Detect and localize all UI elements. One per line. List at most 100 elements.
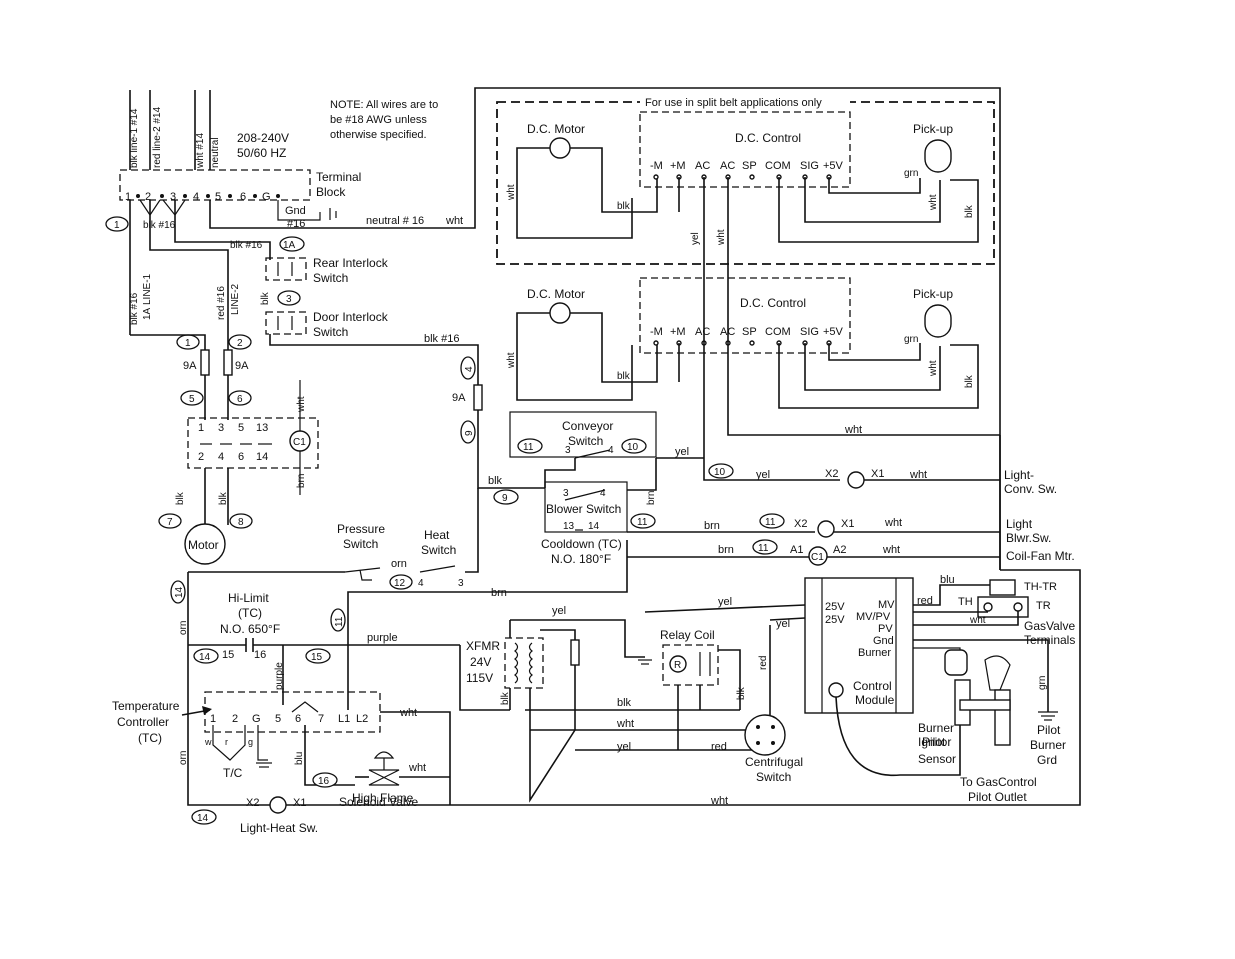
wire-label-wht-pu1: wht xyxy=(928,194,939,211)
wire-number-9b: 9 xyxy=(502,493,508,504)
xfmr-label-2: 24V xyxy=(470,655,491,669)
pilot-grd-label-1: Pilot xyxy=(1037,723,1061,737)
wire-label-orn-left2: orn xyxy=(178,751,189,765)
wire-label-wht-ac: wht xyxy=(716,229,727,246)
svg-text:4: 4 xyxy=(218,451,224,463)
fan-c1: C1 xyxy=(811,552,824,563)
wire-label-red16: red #16 xyxy=(216,286,227,320)
svg-text:10: 10 xyxy=(627,442,639,453)
svg-text:COM: COM xyxy=(765,326,791,338)
svg-text:G: G xyxy=(252,713,261,725)
wire-label-grn-gv: grn xyxy=(1037,676,1048,690)
door-interlock-label-1: Door Interlock xyxy=(313,310,389,324)
relay-coil: Relay Coil R xyxy=(660,628,719,686)
wire-label-brn-light2: brn xyxy=(704,520,720,532)
svg-text:AC: AC xyxy=(720,160,735,172)
wire-label-blu-gv: blu xyxy=(940,574,955,586)
svg-text:+5V: +5V xyxy=(823,160,844,172)
wire-label-orn-left1: orn xyxy=(178,621,189,635)
svg-text:AC: AC xyxy=(695,326,710,338)
temp-controller-label-1: Temperature xyxy=(112,699,180,713)
hi-limit-label-3: N.O. 650°F xyxy=(220,622,280,636)
svg-text:+M: +M xyxy=(670,160,686,172)
wire-label-brn-blower: brn xyxy=(646,491,657,505)
terminal-1: 1 xyxy=(125,191,131,203)
svg-text:13: 13 xyxy=(256,422,268,434)
wire-label-wht-gv: wht xyxy=(969,615,986,626)
wire-label-line2: LINE-2 xyxy=(230,283,241,315)
solenoid-label-2: Solenoid Valve xyxy=(339,795,418,809)
tc-wire-w: w xyxy=(204,737,212,747)
svg-text:L2: L2 xyxy=(356,713,368,725)
gas-valve-label-2: Terminals xyxy=(1024,633,1075,647)
wire-label-wht-dc1: wht xyxy=(506,184,517,201)
module-term-mvpv: MV/PV xyxy=(856,611,891,623)
wire-label-yel-xfmr: yel xyxy=(552,605,566,617)
note-line-1: NOTE: All wires are to xyxy=(330,99,438,111)
pickup-label-2: Pick-up xyxy=(913,287,953,301)
dc-control-label-2: D.C. Control xyxy=(740,296,806,310)
terminal-g: G xyxy=(262,191,271,203)
svg-text:6: 6 xyxy=(295,713,301,725)
heat-switch-term3: 3 xyxy=(458,578,464,589)
wire-label-blk-motor1: blk xyxy=(175,491,186,505)
light-conv-label-1: Light- xyxy=(1004,468,1034,482)
fuse-rating-2: 9A xyxy=(235,360,249,372)
wire-label-wht-c1: wht xyxy=(296,396,307,413)
wire-label-wht-bottom: wht xyxy=(710,795,728,807)
wire-label-neutral: neutral xyxy=(210,137,221,168)
module-term-mv: MV xyxy=(878,599,895,611)
terminal-3: 3 xyxy=(170,191,176,203)
heat-switch-label-1: Heat xyxy=(424,528,450,542)
wire-label-red-gv: red xyxy=(917,595,933,607)
gas-valve-th-tr: TH-TR xyxy=(1024,581,1057,593)
wire-label-blk-interlock: blk xyxy=(260,291,271,305)
light-conv-label-2: Conv. Sw. xyxy=(1004,482,1057,496)
wire-label-red-run: red xyxy=(711,741,727,753)
relay-r-label: R xyxy=(674,660,681,671)
wire-label-wht-fan: wht xyxy=(882,544,900,556)
centrifugal-switch: Centrifugal Switch xyxy=(744,714,803,784)
wire-label-blk16-l1: blk #16 xyxy=(129,292,140,325)
wire-label-brn-bus: brn xyxy=(491,587,507,599)
pilot-grd-label-2: Burner xyxy=(1030,738,1066,752)
svg-text:SIG: SIG xyxy=(800,160,819,172)
heat-light-x2: X2 xyxy=(246,797,259,809)
fan-a1: A1 xyxy=(790,544,803,556)
wire-label-wht-light2: wht xyxy=(884,517,902,529)
pressure-switch-label-1: Pressure xyxy=(337,522,385,536)
wire-number-7: 7 xyxy=(167,517,173,528)
hi-limit-label-2: (TC) xyxy=(238,606,262,620)
dc-motor-label-2: D.C. Motor xyxy=(527,287,585,301)
door-interlock-label-2: Switch xyxy=(313,325,348,339)
wire-label-blk16-jumper: blk #16 xyxy=(143,220,176,231)
contactor-c1: 1 3 5 13 2 4 6 14 C1 xyxy=(187,417,319,469)
tc-wire-g: g xyxy=(248,737,253,747)
note-line-3: otherwise specified. xyxy=(330,129,427,141)
gas-valve-th: TH xyxy=(958,596,973,608)
svg-text:14: 14 xyxy=(588,521,600,532)
wire-label-wht-light1: wht xyxy=(909,469,927,481)
solenoid-label-1: High Flame xyxy=(352,791,414,805)
conv-light-x1: X1 xyxy=(871,468,884,480)
svg-text:11: 11 xyxy=(523,442,534,453)
split-belt-box: For use in split belt applications only xyxy=(496,96,995,265)
heat-light-x1: X1 xyxy=(293,797,306,809)
relay-coil-label: Relay Coil xyxy=(660,628,715,642)
cooldown-label-2: N.O. 180°F xyxy=(551,552,611,566)
fan-a2: A2 xyxy=(833,544,846,556)
terminal-block-title-2: Block xyxy=(316,185,346,199)
wire-label-blk-pu1: blk xyxy=(964,204,975,218)
wire-number-6: 6 xyxy=(237,394,243,405)
cooldown-label-1: Cooldown (TC) xyxy=(541,537,622,551)
wire-number-3: 3 xyxy=(286,294,292,305)
wire-label-grn-pu2: grn xyxy=(904,334,918,345)
gnd-label: Gnd xyxy=(285,205,306,217)
wire-label-blk-xfmr: blk xyxy=(500,691,511,705)
temperature-controller: 1 2 G 5 6 7 L1 L2 xyxy=(204,691,381,733)
module-25v-1: 25V xyxy=(825,601,845,613)
control-module-label-1: Control xyxy=(853,679,892,693)
wire-label-orn-ps: orn xyxy=(391,558,407,570)
wire-number-11b: 11 xyxy=(765,517,776,528)
